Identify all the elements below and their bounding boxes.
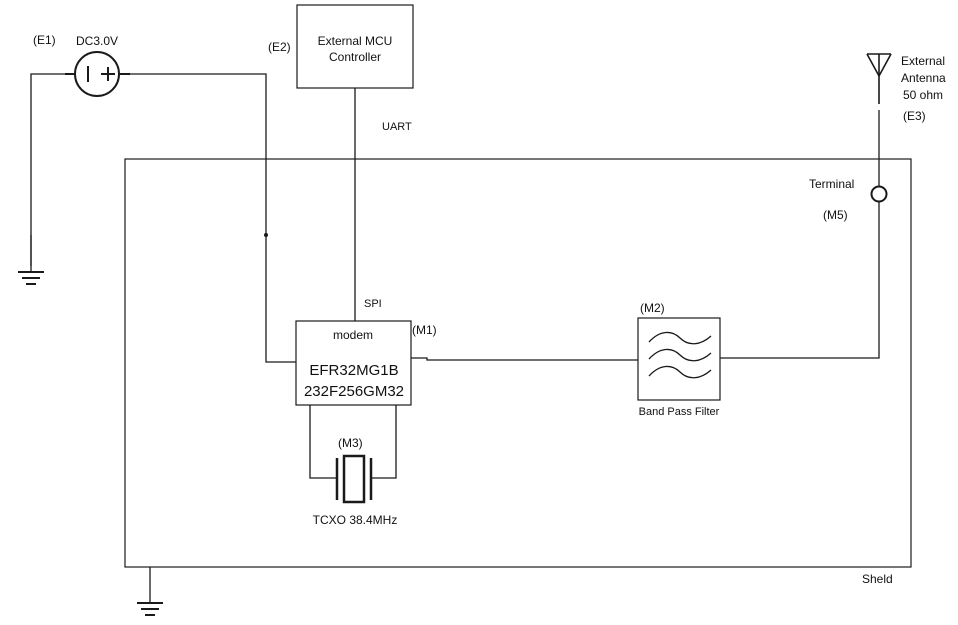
- shield-enclosure: [124, 158, 912, 568]
- mcu-box: [296, 4, 414, 89]
- crystal-icon: [335, 454, 373, 504]
- label-uart: UART: [382, 121, 412, 133]
- wire-battery-ground: [30, 73, 65, 266]
- antenna-label-line3: 50 ohm: [903, 88, 943, 102]
- tcxo-label: TCXO 38.4MHz: [313, 513, 398, 527]
- mcu-label-line2: Controller: [329, 50, 381, 64]
- wire-modem-to-filter: [411, 357, 638, 361]
- ground-icon: [18, 235, 44, 285]
- chip-label-line1: EFR32MG1B: [309, 362, 398, 379]
- label-e3: (E3): [903, 109, 926, 123]
- terminal-icon: [870, 185, 888, 203]
- shield-label: Sheld: [862, 572, 893, 586]
- bpf-label: Band Pass Filter: [639, 406, 720, 418]
- label-m3: (M3): [338, 436, 363, 450]
- wires: [30, 73, 880, 603]
- mcu-label-line1: External MCU: [318, 34, 393, 48]
- antenna-icon: [866, 53, 892, 104]
- label-m5: (M5): [823, 208, 848, 222]
- label-m2: (M2): [640, 301, 665, 315]
- chip-label-line2: 232F256GM32: [304, 383, 404, 400]
- wire-modem-to-tcxo-left: [309, 405, 337, 479]
- wire-modem-to-tcxo-right: [371, 405, 397, 479]
- wire-filter-to-terminal: [720, 202, 880, 359]
- band-pass-filter-icon: [637, 317, 721, 401]
- wire-power-to-modem: [126, 73, 296, 363]
- modem-label: modem: [333, 328, 373, 342]
- shield-ground-icon: [137, 602, 163, 616]
- modem-box: [295, 320, 412, 406]
- terminal-label: Terminal: [809, 177, 854, 191]
- label-e2: (E2): [268, 40, 291, 54]
- label-e1: (E1): [33, 33, 56, 47]
- label-spi: SPI: [364, 298, 382, 310]
- junction-dot: [264, 233, 268, 237]
- antenna-label-line1: External: [901, 54, 945, 68]
- antenna-label-line2: Antenna: [901, 71, 946, 85]
- label-m1: (M1): [412, 323, 437, 337]
- label-dc: DC3.0V: [76, 34, 118, 48]
- battery-icon: [65, 51, 130, 97]
